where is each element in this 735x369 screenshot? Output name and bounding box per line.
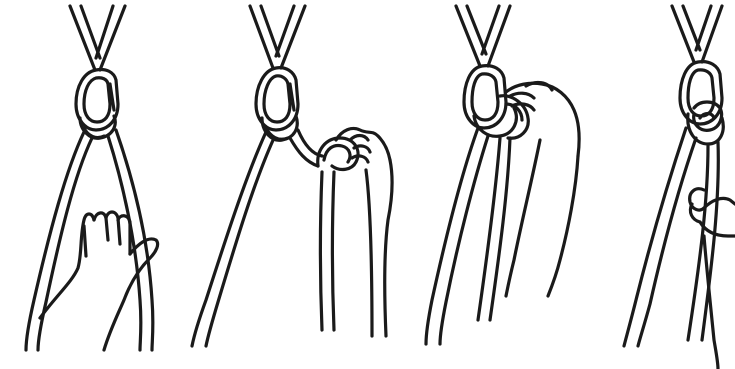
panel-step-1 <box>26 6 158 350</box>
sling-straps <box>672 6 722 62</box>
carabiner <box>76 69 118 130</box>
rope <box>192 116 358 346</box>
panel-step-4 <box>624 6 735 369</box>
sling-straps <box>456 6 510 66</box>
hand-holding-loop <box>336 128 392 336</box>
rope <box>426 96 528 344</box>
panel-step-3 <box>426 6 579 344</box>
sling-straps <box>250 6 305 68</box>
sling-straps <box>70 6 125 70</box>
rope <box>26 116 153 350</box>
panel-step-2 <box>192 6 392 346</box>
